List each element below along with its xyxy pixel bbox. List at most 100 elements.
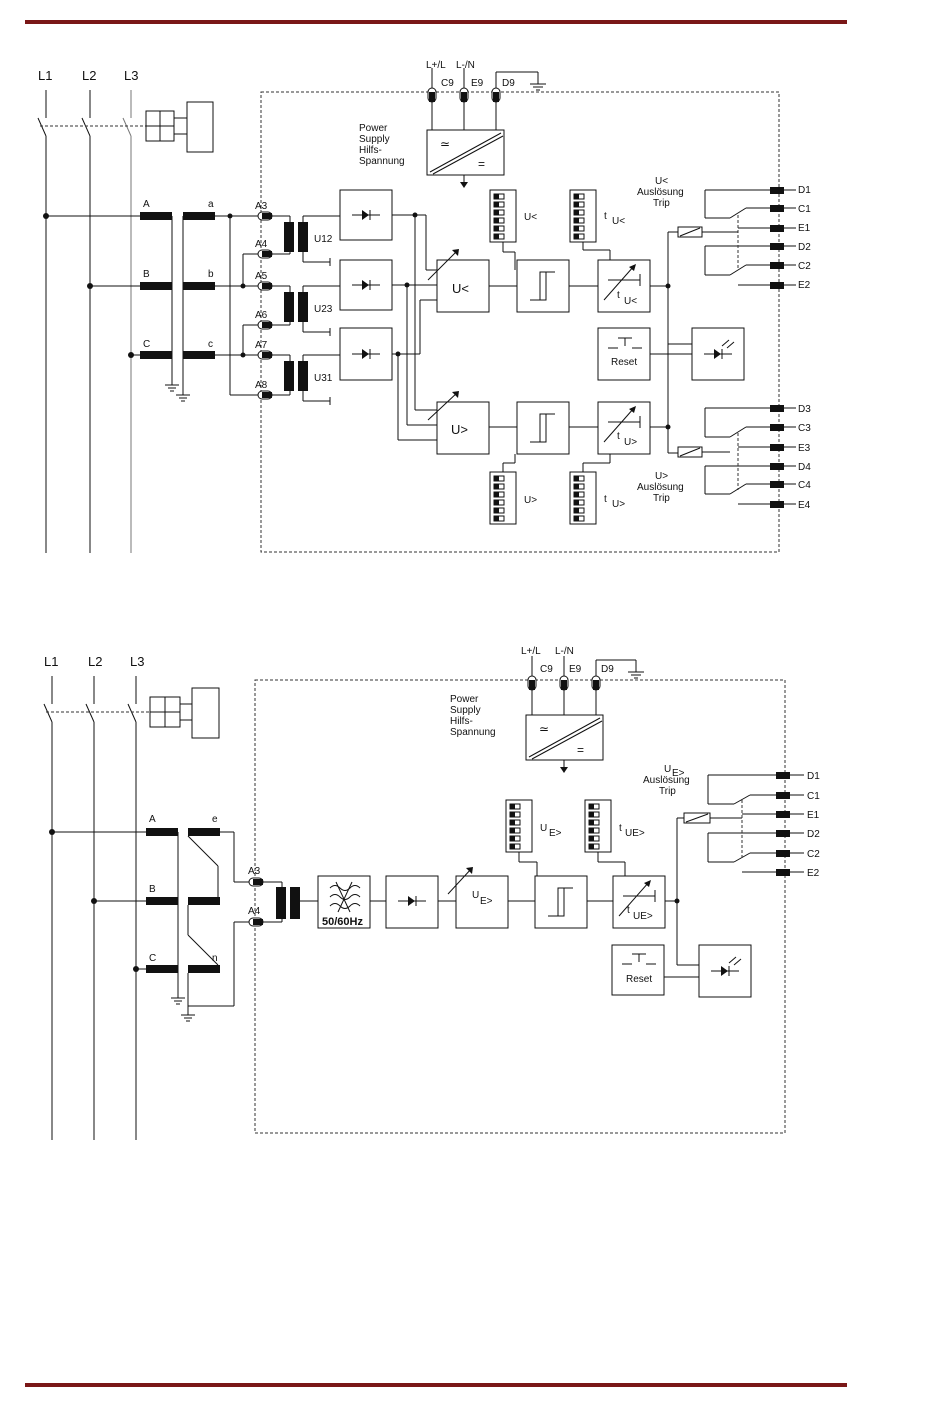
- device-frame-2: [254, 679, 786, 1134]
- supply-text-spannung: Spannung: [359, 156, 405, 167]
- contact-d3: D3: [798, 404, 811, 415]
- breaker-handle-2: [149, 687, 220, 739]
- terminal-label-a6: A6: [255, 310, 268, 321]
- timer-ue-t: t: [627, 905, 630, 916]
- dip-switch-ue: [505, 799, 538, 876]
- internal-transformers: [272, 215, 340, 405]
- output2-label-e: e: [212, 814, 218, 825]
- led-block-2: [698, 944, 752, 998]
- phase-label-l3: L3: [124, 68, 138, 83]
- supply2-ac-symbol: ≃: [539, 722, 549, 736]
- input-label-a: A: [143, 199, 150, 210]
- supply-label-lminus: L-/N: [456, 60, 475, 71]
- input-label-c: C: [143, 339, 150, 350]
- dip-label-u-over: U>: [524, 495, 537, 506]
- supply-label-d9: D9: [502, 78, 515, 89]
- reset-label-2: Reset: [626, 974, 652, 985]
- supply-text-power: Power: [359, 123, 388, 134]
- supply-text-supply: Supply: [359, 134, 390, 145]
- contact-e4: E4: [798, 500, 811, 511]
- contact-d2: D2: [798, 242, 811, 253]
- contact2-d2: D2: [807, 829, 820, 840]
- power-supply-1: [426, 68, 546, 188]
- trip-label-under-2: Auslösung: [637, 187, 684, 198]
- comparator-ue-sub: E>: [480, 896, 493, 907]
- supply2-dc-symbol: =: [577, 743, 584, 757]
- dip-switch-t-over: [569, 454, 611, 525]
- dip-switch-t-under: [569, 189, 611, 260]
- supply-dc-symbol: =: [478, 157, 485, 171]
- contacts-under: [704, 187, 796, 289]
- supply2-text-hilfs: Hilfs-: [450, 716, 473, 727]
- rectifier-blocks: [339, 189, 393, 381]
- timer-t-under: t: [617, 290, 620, 301]
- voltage-transformers: [140, 212, 215, 402]
- rectifier-2: [385, 875, 439, 929]
- terminal-label-a7: A7: [255, 340, 268, 351]
- reset-block-1: [597, 327, 692, 381]
- output-label-a: a: [208, 199, 214, 210]
- power-supply-2: [525, 656, 644, 773]
- filter-block: [317, 875, 371, 929]
- trip2-sub: E>: [672, 768, 685, 779]
- schmitt-over: [516, 401, 570, 455]
- phase-label-l2: L2: [82, 68, 96, 83]
- tdip-t-under: t: [604, 211, 607, 222]
- tdip-ue-sub: UE>: [625, 828, 645, 839]
- supply2-text-supply: Supply: [450, 705, 481, 716]
- dip-switch-tue: [584, 799, 626, 876]
- tdip-ue-t: t: [619, 823, 622, 834]
- terminal-label-a8: A8: [255, 380, 268, 391]
- timer-ue-sub: UE>: [633, 911, 653, 922]
- terminal-label-a4: A4: [255, 239, 268, 250]
- transformer-label-u12: U12: [314, 234, 333, 245]
- terminal2-label-a3: A3: [248, 866, 261, 877]
- dip-switch-u-under: [489, 189, 517, 270]
- diagram-1: L1 L2 L3 A B C a b c: [37, 60, 811, 553]
- transformer-label-u23: U23: [314, 304, 333, 315]
- trip-label-over-3: Trip: [653, 493, 670, 504]
- trip-label-over-1: U>: [655, 471, 668, 482]
- transformer-label-u31: U31: [314, 373, 333, 384]
- contact-d4: D4: [798, 462, 811, 473]
- contact-e2: E2: [798, 280, 811, 291]
- schmitt-under: [516, 259, 570, 313]
- supply-label-e9: E9: [471, 78, 484, 89]
- phase-label-l1: L1: [38, 68, 52, 83]
- tdip-sub-under: U<: [612, 216, 625, 227]
- trip-label-over-2: Auslösung: [637, 482, 684, 493]
- comparator-label-under: U<: [452, 281, 469, 296]
- timer-over: [597, 401, 651, 455]
- trip2-trip: Trip: [659, 786, 676, 797]
- supply2-label-lplus: L+/L: [521, 646, 541, 657]
- contact-e1: E1: [798, 223, 811, 234]
- bottom-rule: [25, 1383, 847, 1387]
- tdip-t-over: t: [604, 494, 607, 505]
- trip2-u: U: [664, 764, 671, 775]
- terminal-label-a5: A5: [255, 271, 268, 282]
- filter-label: 50/60Hz: [322, 916, 363, 928]
- comparator-over: [436, 401, 490, 455]
- terminal2-label-a4: A4: [248, 906, 261, 917]
- input2-label-c: C: [149, 953, 156, 964]
- contact2-c1: C1: [807, 791, 820, 802]
- contact-c2: C2: [798, 261, 811, 272]
- supply2-text-spannung: Spannung: [450, 727, 496, 738]
- dip-ue-u: U: [540, 823, 547, 834]
- device-frame-1: [260, 91, 780, 553]
- dip-ue-sub: E>: [549, 828, 562, 839]
- schmitt-ue: [534, 875, 588, 929]
- timer-t-over: t: [617, 431, 620, 442]
- timer-sub-under: U<: [624, 296, 637, 307]
- contact-c3: C3: [798, 423, 811, 434]
- input2-label-a: A: [149, 814, 156, 825]
- supply-text-hilfs: Hilfs-: [359, 145, 382, 156]
- contact2-e2: E2: [807, 868, 820, 879]
- contacts-over: [704, 405, 796, 508]
- contact-c1: C1: [798, 204, 811, 215]
- comparator-ue: [455, 875, 509, 929]
- contact2-d1: D1: [807, 771, 820, 782]
- phase2-label-l2: L2: [88, 654, 102, 669]
- reset-label-1: Reset: [611, 357, 637, 368]
